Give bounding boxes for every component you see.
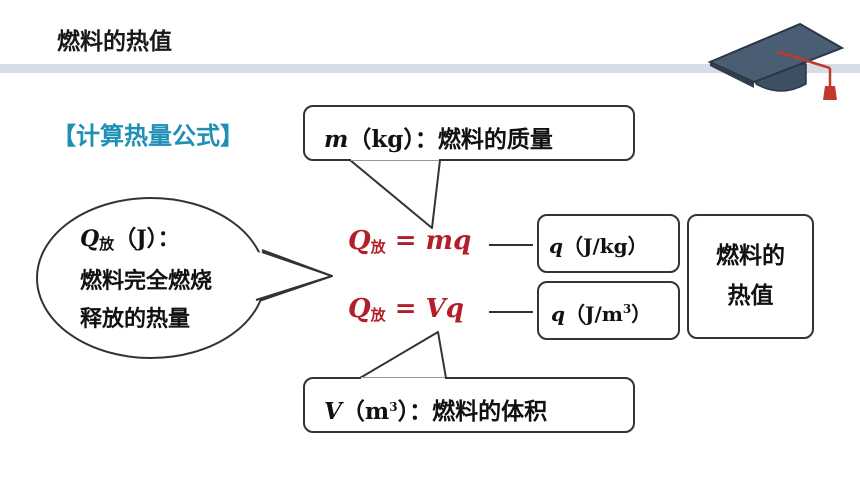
volume-unit-box [537,281,680,340]
heat-value-box [687,214,814,339]
volume-equation: Q放 = Vq [348,294,464,324]
mass-desc: ：燃料的质量 [414,127,553,153]
graduation-cap-icon [707,22,845,100]
mass-equation: Q放 = mq [348,226,472,256]
bubble-text: Q放（J）： 燃料完全燃烧 释放的热量 [80,220,212,339]
bubble-line-2: 燃料完全燃烧 [80,269,213,294]
bubble-line-1: Q放（J）： [80,226,180,253]
volume-desc: ：燃料的体积 [409,399,548,425]
page-title: 燃料的热值 [57,29,172,55]
bubble-line-3: 释放的热量 [80,307,191,332]
volume-unit-text: q（J/m3） [551,302,652,326]
mass-unit: （kg） [348,126,415,153]
section-title: 【计算热量公式】 [52,122,244,150]
mass-unit-text: q（J/kg） [549,234,648,258]
heat-value-line-2: 热值 [727,283,774,309]
heat-value-label: 燃料的 热值 [687,236,814,316]
volume-callout-text: V（m3）：燃料的体积 [324,392,547,426]
mass-callout-text: m（kg）：燃料的质量 [324,120,553,154]
mass-callout [303,105,635,161]
volume-symbol: V [324,398,342,425]
mass-connector [489,244,533,246]
volume-connector [489,311,533,313]
heat-value-line-1: 燃料的 [716,243,785,269]
mass-unit-box [537,214,680,273]
volume-unit: （m3） [341,398,410,425]
volume-callout [303,377,635,433]
mass-symbol: m [324,126,349,153]
header-divider [0,64,860,73]
